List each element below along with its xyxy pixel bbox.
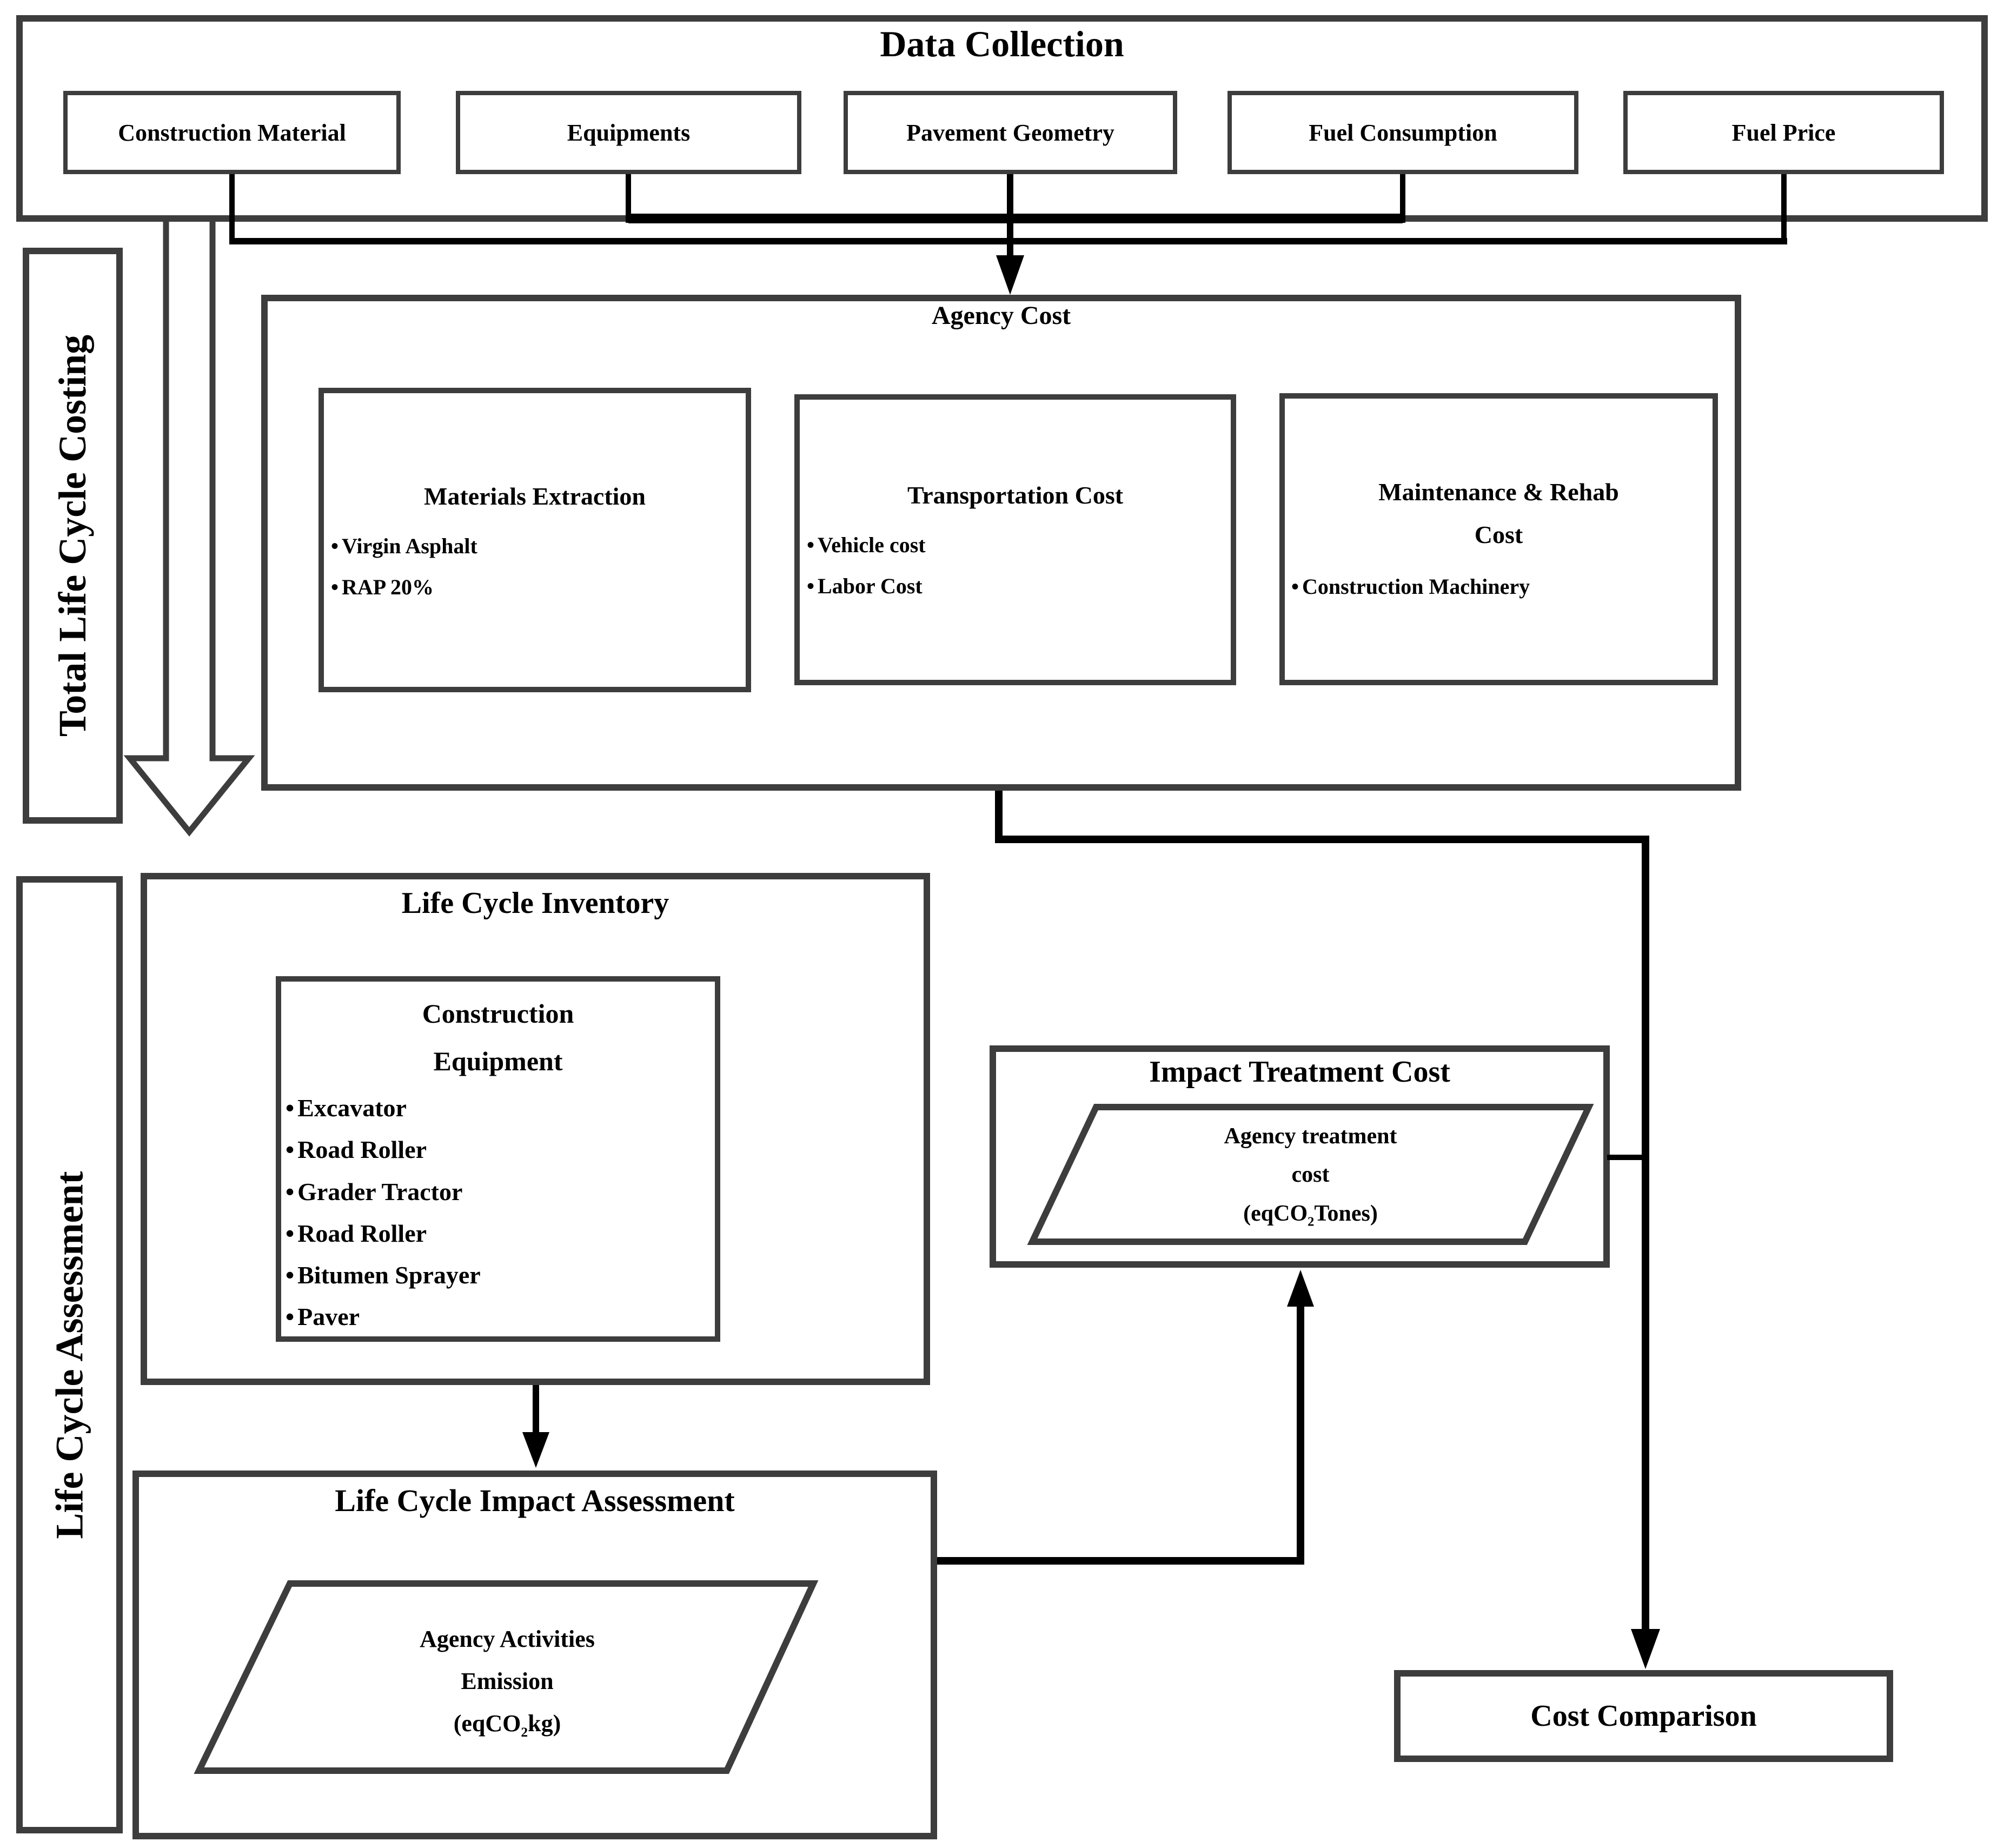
sidebar-life-cycle-assessment: Life Cycle Assessment xyxy=(16,876,123,1833)
co2-sub: 2 xyxy=(1308,1214,1315,1229)
maintenance-rehab-title-line2: Cost xyxy=(1474,521,1523,549)
sidebar-total-life-cycle-costing-label: Total Life Cycle Costing xyxy=(51,334,94,737)
co2-sub: 2 xyxy=(521,1724,528,1740)
construction-equipment-title-line2: Equipment xyxy=(433,1046,563,1076)
co2-pre: (eqCO xyxy=(1243,1201,1308,1226)
list-item: Construction Machinery xyxy=(1291,574,1713,599)
materials-extraction-bullets: Virgin Asphalt RAP 20% xyxy=(331,526,742,608)
box-fuel-price-label: Fuel Price xyxy=(1731,119,1836,146)
box-construction-material: Construction Material xyxy=(63,91,401,174)
lci-to-lcia-head xyxy=(522,1432,549,1468)
list-item: Bitumen Sprayer xyxy=(286,1254,713,1296)
parallelogram-line: cost xyxy=(1291,1162,1330,1188)
arrow-to-agency-cost-head xyxy=(996,255,1024,295)
maintenance-rehab-bullets: Construction Machinery xyxy=(1291,574,1713,599)
arrow-to-cost-comparison-head xyxy=(1631,1629,1660,1669)
list-item: Paver xyxy=(286,1296,713,1337)
co2-post: kg) xyxy=(528,1710,561,1737)
life-cycle-inventory-title: Life Cycle Inventory xyxy=(401,886,669,920)
parallelogram-line: Agency treatment xyxy=(1224,1124,1397,1149)
list-item: Excavator xyxy=(286,1087,713,1129)
box-construction-material-label: Construction Material xyxy=(118,119,346,146)
box-equipments-label: Equipments xyxy=(567,119,691,146)
transportation-cost-bullets: Vehicle cost Labor Cost xyxy=(807,525,1223,607)
list-item: Virgin Asphalt xyxy=(331,526,742,567)
list-item: Road Roller xyxy=(286,1129,713,1170)
list-item: Road Roller xyxy=(286,1213,713,1254)
data-collection-title: Data Collection xyxy=(880,23,1124,64)
box-fuel-consumption: Fuel Consumption xyxy=(1227,91,1578,174)
box-pavement-geometry: Pavement Geometry xyxy=(844,91,1177,174)
impact-treatment-cost-title: Impact Treatment Cost xyxy=(1149,1055,1450,1089)
parallelogram-line: Agency Activities xyxy=(420,1626,595,1652)
agency-cost-title: Agency Cost xyxy=(931,301,1071,330)
parallelogram-line: (eqCO2kg) xyxy=(244,1703,770,1745)
materials-extraction-title: Materials Extraction xyxy=(423,482,646,510)
list-item: Labor Cost xyxy=(807,566,1223,607)
construction-equipment-title: Construction Equipment xyxy=(276,990,720,1085)
box-fuel-consumption-label: Fuel Consumption xyxy=(1309,119,1497,146)
box-fuel-price: Fuel Price xyxy=(1623,91,1944,174)
co2-pre: (eqCO xyxy=(453,1710,521,1737)
sidebar-total-life-cycle-costing: Total Life Cycle Costing xyxy=(23,248,123,824)
cost-comparison-box: Cost Comparison xyxy=(1394,1670,1893,1762)
cost-comparison-label: Cost Comparison xyxy=(1530,1699,1757,1733)
lcia-parallelogram-text: Agency Activities Emission (eqCO2kg) xyxy=(244,1618,770,1745)
parallelogram-line: Emission xyxy=(461,1667,554,1694)
life-cycle-impact-assessment-title: Life Cycle Impact Assessment xyxy=(335,1483,735,1518)
list-item: Grader Tractor xyxy=(286,1171,713,1213)
maintenance-rehab-title-line1: Maintenance & Rehab xyxy=(1378,478,1619,506)
hollow-arrow-fill xyxy=(130,222,249,832)
maintenance-rehab-title: Maintenance & Rehab Cost xyxy=(1279,471,1718,556)
parallelogram-line: (eqCO2Tones) xyxy=(1064,1195,1557,1233)
box-pavement-geometry-label: Pavement Geometry xyxy=(906,119,1114,146)
co2-post: Tones) xyxy=(1314,1201,1378,1226)
maintenance-rehab-box xyxy=(1279,393,1718,685)
list-item: Vehicle cost xyxy=(807,525,1223,566)
impact-treatment-cost-parallelogram-text: Agency treatment cost (eqCO2Tones) xyxy=(1064,1117,1557,1233)
sidebar-life-cycle-assessment-label: Life Cycle Assessment xyxy=(48,1171,91,1539)
hollow-arrow-outline xyxy=(123,221,255,837)
construction-equipment-bullets: Excavator Road Roller Grader Tractor Roa… xyxy=(286,1087,713,1338)
transportation-cost-title: Transportation Cost xyxy=(907,481,1124,509)
arrow-to-itc-head xyxy=(1287,1270,1314,1307)
box-equipments: Equipments xyxy=(456,91,801,174)
construction-equipment-title-line1: Construction xyxy=(422,998,574,1029)
list-item: RAP 20% xyxy=(331,567,742,608)
